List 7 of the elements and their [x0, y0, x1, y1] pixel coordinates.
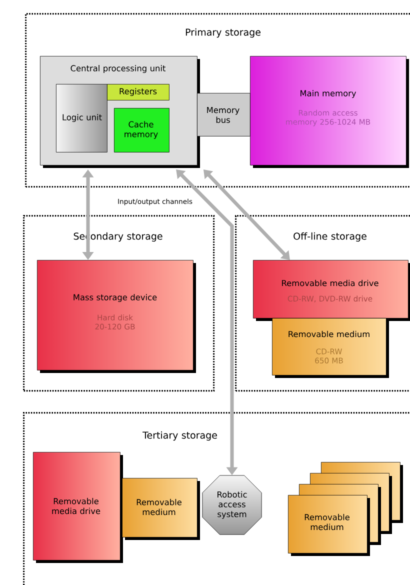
- unit-box: Logic unit: [56, 84, 108, 152]
- cache-box: Cache memory: [114, 108, 170, 152]
- medium-card: Removable medium: [122, 478, 200, 540]
- robot-octagon: Robotic access system: [202, 475, 262, 535]
- bus-box: Memory bus: [197, 93, 250, 136]
- register-box: Registers: [107, 84, 170, 100]
- medium-card: Removable medium: [288, 495, 370, 556]
